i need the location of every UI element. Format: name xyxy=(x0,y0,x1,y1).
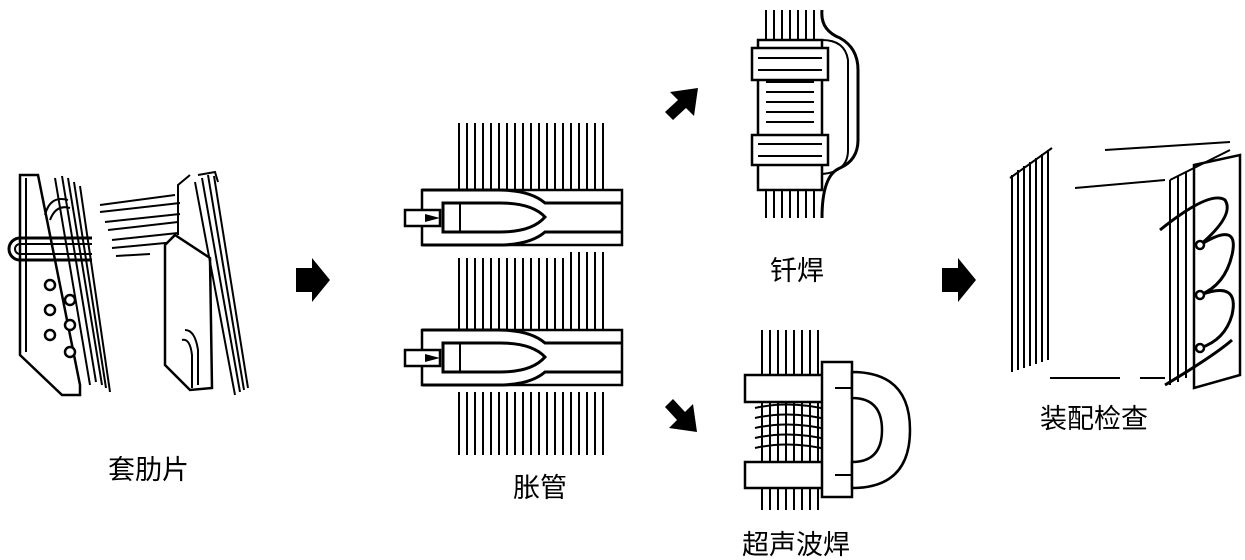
arrow-up-right-icon xyxy=(665,88,698,120)
label-tube-expansion: 胀管 xyxy=(513,473,567,504)
arrow-right-icon xyxy=(296,258,330,302)
label-assembly-inspection: 装配检查 xyxy=(1040,404,1148,435)
arrow-down-right-icon xyxy=(665,399,697,432)
label-brazing: 钎焊 xyxy=(770,256,824,287)
assembly-inspection-illustration xyxy=(1009,141,1242,390)
ultrasonic-welding-illustration xyxy=(743,330,912,510)
tube-expansion-illustration xyxy=(403,123,624,455)
label-ultrasonic-welding: 超声波焊 xyxy=(742,530,850,560)
brazing-illustration xyxy=(750,9,860,219)
arrow-right-icon xyxy=(942,258,976,302)
fin-threading-illustration xyxy=(7,170,249,397)
label-fin-threading: 套肋片 xyxy=(108,455,189,486)
